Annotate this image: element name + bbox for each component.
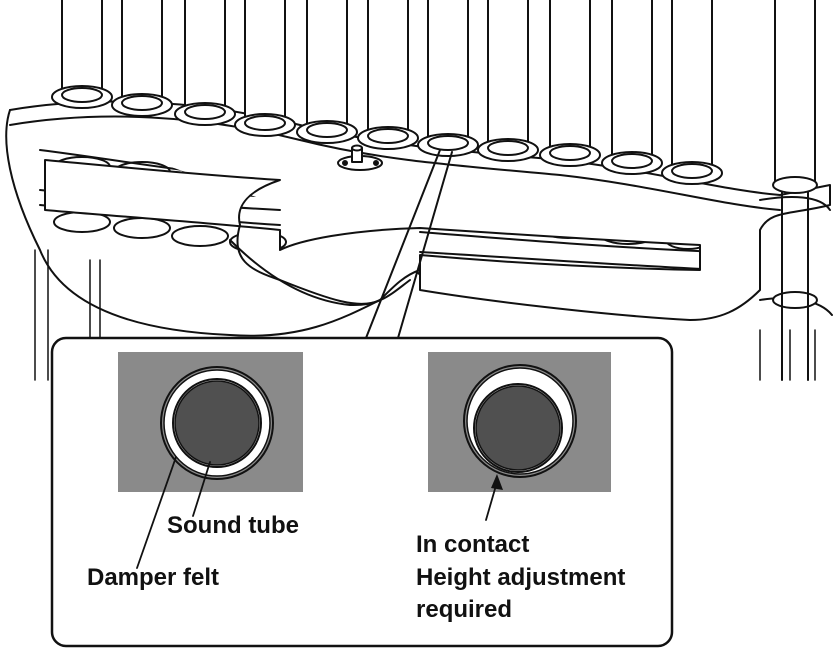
adjustment-screw — [337, 144, 383, 171]
height-adjustment-label: Height adjustment — [416, 564, 626, 591]
sound-tube-label: Sound tube — [167, 512, 299, 539]
damper-felt-label: Damper felt — [87, 564, 220, 591]
detail-incorrect — [428, 352, 611, 492]
frame-lines — [34, 249, 816, 381]
leader-lines — [136, 456, 503, 569]
required-label: required — [416, 596, 513, 623]
upper-pipes — [51, 0, 818, 194]
bar-left-end — [5, 109, 381, 337]
callout-pointer — [365, 149, 453, 339]
bar-lower-edge — [229, 239, 411, 307]
detail-correct — [118, 352, 303, 492]
in-contact-label: In contact — [416, 531, 530, 558]
bar-top-edge — [9, 115, 781, 211]
right-bracket — [759, 159, 833, 381]
